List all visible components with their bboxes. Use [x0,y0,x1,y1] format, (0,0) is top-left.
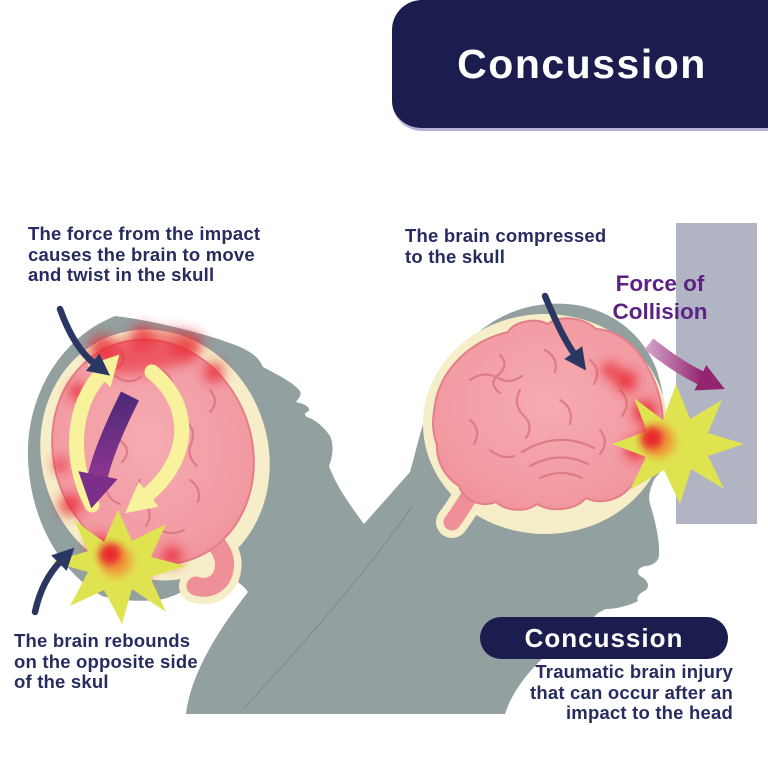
left-impact-starburst [52,510,186,624]
pointer-arrow-compressed [541,292,587,371]
caption-rebound: The brain rebounds on the opposite side … [14,630,198,693]
caption-line: The force from the impact [28,223,261,244]
caption-compressed: The brain compressed to the skull [405,225,607,267]
pointer-arrow-impact [56,305,111,376]
caption-line: Force of [615,271,705,296]
collision-arrow [644,338,725,391]
caption-line: and twist in the skull [28,264,215,285]
title-text: Concussion [457,40,707,87]
rotation-arrow-down [125,364,190,514]
caption-line: The brain rebounds [14,630,191,651]
title-banner: Concussion [392,0,768,131]
pointer-arrow-rebound [31,547,75,616]
caption-line: impact to the head [565,702,733,723]
caption-line: causes the brain to move [28,243,255,265]
definition-pill: Concussion [480,617,728,659]
caption-line: Traumatic brain injury [535,661,733,682]
label-force-of-collision: Force of Collision [582,270,738,326]
caption-line: that can occur after an [529,681,733,703]
definition-heading: Concussion [524,622,684,653]
right-impact-starburst [612,384,744,504]
neck-crease-line [243,505,413,709]
definition-text: Traumatic brain injury that can occur af… [433,661,733,724]
right-brain-sulci [468,348,628,480]
caption-line: Collision [612,299,708,324]
caption-line: The brain compressed [405,225,607,246]
caption-impact-force: The force from the impact causes the bra… [28,223,261,286]
caption-line: on the opposite side [14,650,198,672]
left-impact-glow [53,325,224,580]
caption-line: to the skull [405,245,506,267]
caption-line: of the skul [14,671,109,692]
twist-arrow [78,391,139,509]
